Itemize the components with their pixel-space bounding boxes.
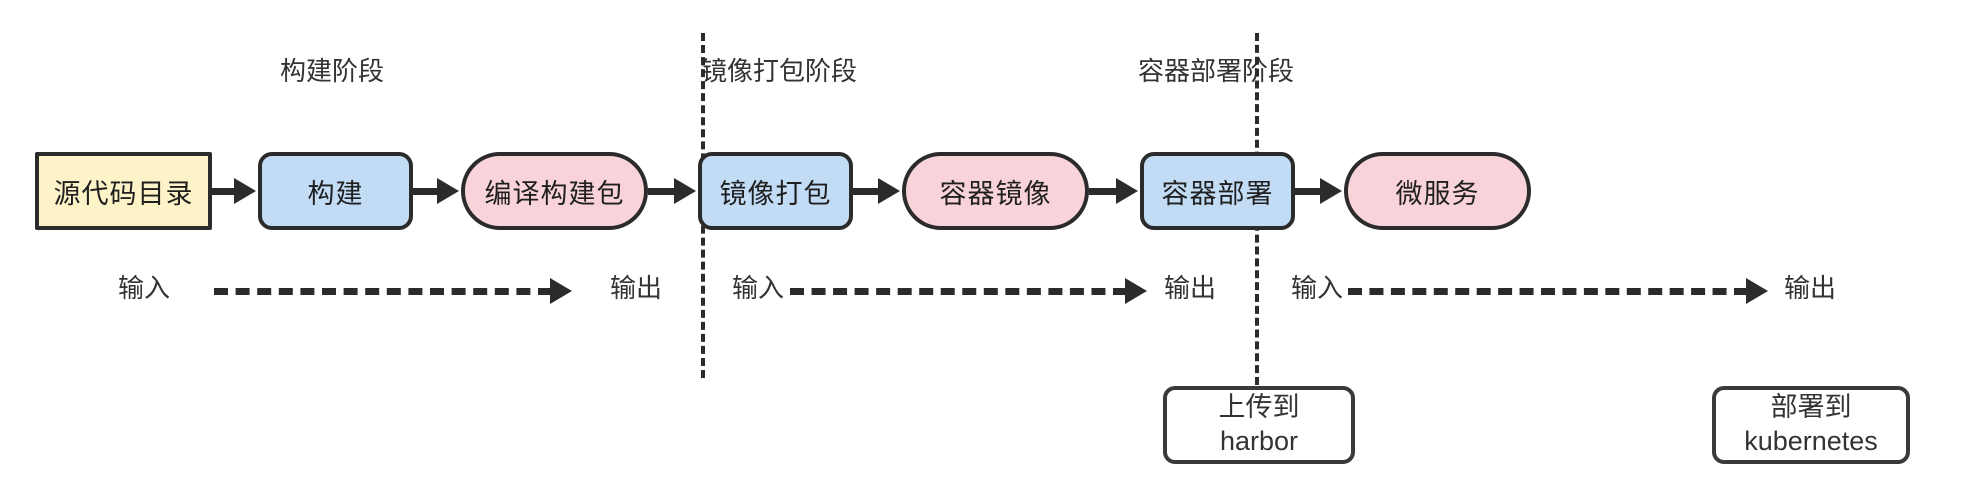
connector-artifact-to-image-package-arrowhead <box>674 178 696 204</box>
note-upload-harbor-line2: harbor <box>1219 426 1299 456</box>
connector-source-to-build <box>212 188 236 195</box>
connector-source-to-build-arrowhead <box>234 178 256 204</box>
note-deploy-kubernetes-line2: kubernetes <box>1744 426 1878 456</box>
connector-build-to-artifact-arrowhead <box>437 178 459 204</box>
io-label-input-image: 输入 <box>731 273 785 303</box>
node-source-dir[interactable]: 源代码目录 <box>35 152 212 230</box>
io-label-input-build: 输入 <box>117 273 171 303</box>
connector-container-deploy-to-microservice-arrowhead <box>1320 178 1342 204</box>
phase-label-image-package: 镜像打包阶段 <box>700 56 858 86</box>
node-container-image[interactable]: 容器镜像 <box>902 152 1089 230</box>
io-label-output-deploy: 输出 <box>1783 273 1837 303</box>
io-label-input-deploy: 输入 <box>1290 273 1344 303</box>
connector-image-package-to-container-image <box>853 188 880 195</box>
io-label-output-build: 输出 <box>609 273 663 303</box>
note-deploy-kubernetes-line1: 部署到 <box>1770 392 1852 423</box>
io-arrow-deploy <box>1348 288 1748 295</box>
io-arrow-image-arrowhead <box>1125 278 1147 304</box>
node-container-deploy[interactable]: 容器部署 <box>1140 152 1295 230</box>
connector-build-to-artifact <box>413 188 439 195</box>
io-arrow-image <box>790 288 1127 295</box>
io-arrow-deploy-arrowhead <box>1746 278 1768 304</box>
connector-container-image-to-container-deploy <box>1089 188 1118 195</box>
connector-image-package-to-container-image-arrowhead <box>878 178 900 204</box>
io-arrow-build <box>214 288 552 295</box>
node-microservice[interactable]: 微服务 <box>1344 152 1531 230</box>
connector-container-image-to-container-deploy-arrowhead <box>1116 178 1138 204</box>
note-upload-harbor[interactable]: 上传到 harbor <box>1163 386 1355 464</box>
phase-label-build: 构建阶段 <box>279 56 385 86</box>
node-build-artifact[interactable]: 编译构建包 <box>461 152 648 230</box>
connector-artifact-to-image-package <box>648 188 676 195</box>
node-image-package[interactable]: 镜像打包 <box>698 152 853 230</box>
io-arrow-build-arrowhead <box>550 278 572 304</box>
note-deploy-kubernetes[interactable]: 部署到 kubernetes <box>1712 386 1910 464</box>
node-build[interactable]: 构建 <box>258 152 413 230</box>
phase-label-container-deploy: 容器部署阶段 <box>1137 56 1295 86</box>
note-upload-harbor-line1: 上传到 <box>1218 392 1300 423</box>
connector-container-deploy-to-microservice <box>1295 188 1322 195</box>
io-label-output-image: 输出 <box>1163 273 1217 303</box>
